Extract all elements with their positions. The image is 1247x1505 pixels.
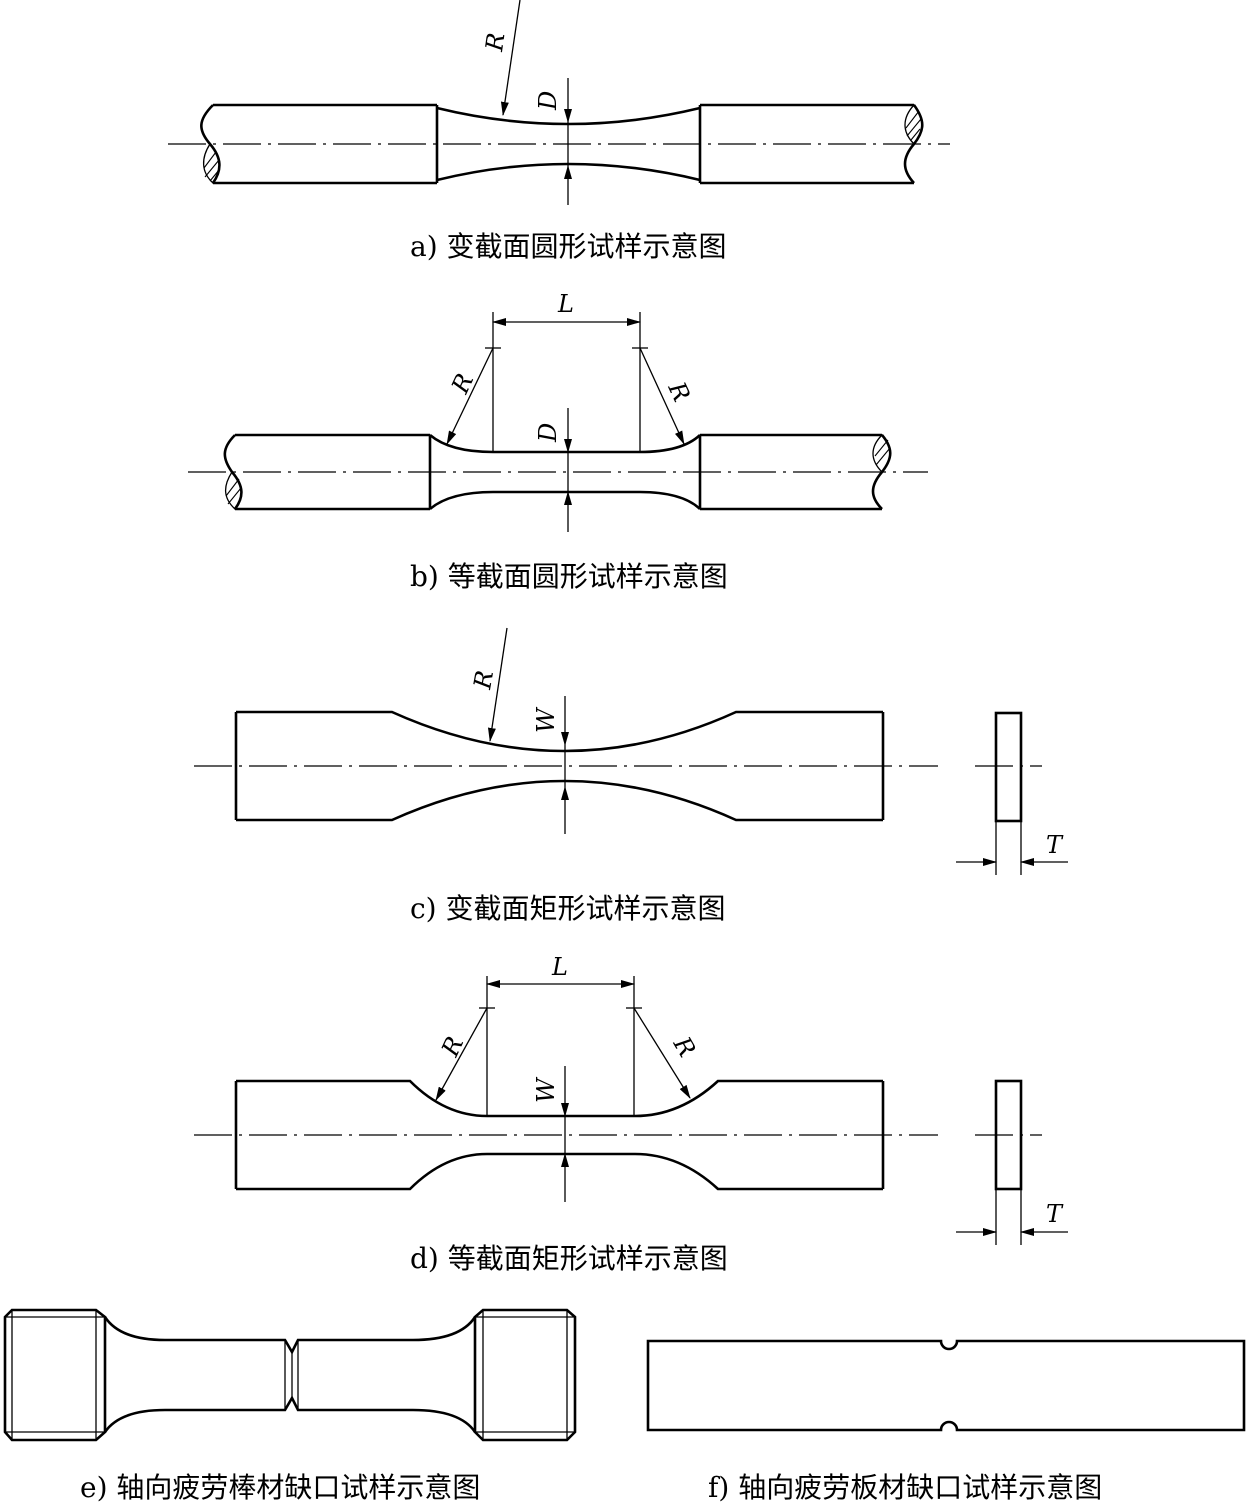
svg-text:D: D [534,423,562,443]
svg-text:W: W [532,706,560,733]
radius-dimension-d: R R [435,1007,701,1101]
figure-b-constant-section-round: L R R D b) 等截面圆形试样示意图 [188,290,928,593]
radius-dimension-b: R R [446,347,696,445]
svg-text:R: R [480,31,510,54]
svg-text:R: R [662,377,695,406]
svg-text:D: D [534,91,562,111]
cross-section-c: T [956,711,1068,875]
specimen-f-outline [646,1339,1246,1432]
diameter-dimension-b: D [534,408,572,532]
length-dimension-d: L [479,953,642,1116]
svg-text:R: R [446,369,479,398]
svg-text:R: R [468,668,499,692]
svg-text:L: L [557,290,574,318]
figure-d-constant-section-rectangular: L R R W T d) 等截面矩形试样示意图 [194,953,1068,1275]
figure-e-notched-bar: e) 轴向疲劳棒材缺口试样示意图 [3,1308,577,1504]
svg-text:W: W [532,1076,560,1103]
svg-text:T: T [1046,1200,1064,1228]
radius-dimension-a: R [480,0,521,116]
figure-c-variable-section-rectangular: R W T c) 变截面矩形试样示意图 [194,627,1068,925]
svg-text:L: L [551,953,568,981]
cross-section-d: T [956,1079,1068,1245]
width-dimension-c: W [532,696,569,834]
figure-d-caption: d) 等截面矩形试样示意图 [410,1242,728,1275]
specimen-e-outline [3,1308,577,1442]
svg-text:T: T [1046,831,1064,859]
figure-c-caption: c) 变截面矩形试样示意图 [410,892,726,925]
svg-text:R: R [436,1032,469,1061]
figure-f-caption: f) 轴向疲劳板材缺口试样示意图 [708,1471,1102,1504]
width-dimension-d: W [532,1066,569,1202]
figure-e-caption: e) 轴向疲劳棒材缺口试样示意图 [80,1471,480,1504]
radius-dimension-c: R [468,627,508,742]
figure-a-variable-section-round: R D a) 变截面圆形试样示意图 [168,0,950,263]
figure-b-caption: b) 等截面圆形试样示意图 [410,560,728,593]
figure-f-notched-plate: f) 轴向疲劳板材缺口试样示意图 [646,1339,1246,1504]
length-dimension-b: L [485,290,648,452]
svg-text:R: R [667,1031,701,1062]
figure-a-caption: a) 变截面圆形试样示意图 [410,230,727,263]
diameter-dimension-a: D [534,78,572,205]
